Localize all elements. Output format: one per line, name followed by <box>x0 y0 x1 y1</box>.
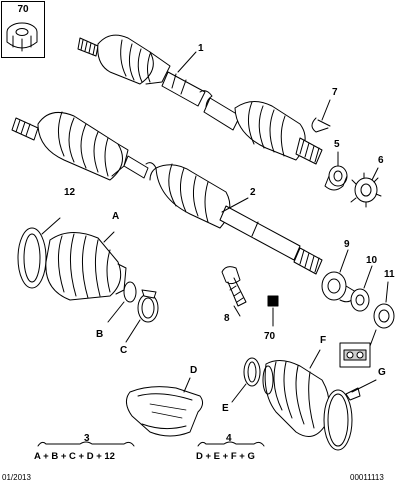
callout-11: 11 <box>384 269 395 280</box>
callout-1: 1 <box>198 43 204 54</box>
callout-9: 9 <box>344 239 350 250</box>
ring-b <box>107 281 137 323</box>
callout-70: 70 <box>264 331 276 342</box>
callout-a: A <box>112 211 120 222</box>
ring-e <box>231 357 261 403</box>
kit-4-formula: D + E + F + G <box>196 451 255 462</box>
callout-d: D <box>190 365 198 376</box>
callout-5: 5 <box>334 139 340 150</box>
clamp-g <box>323 379 377 451</box>
callout-6: 6 <box>378 155 384 166</box>
boot-a <box>17 217 127 301</box>
bolt-8 <box>221 266 247 317</box>
kit-3-bracket <box>37 441 135 447</box>
kit-3-formula: A + B + C + D + 12 <box>34 451 115 462</box>
castle-nut-6 <box>350 167 382 208</box>
bearing-11 <box>373 281 395 329</box>
grease-sachet-d <box>126 377 204 437</box>
driveshaft-2 <box>11 111 323 275</box>
ring-9 <box>321 249 357 303</box>
bearing-detail <box>339 329 377 368</box>
callout-12: 12 <box>64 187 76 198</box>
callout-3: 3 <box>84 433 90 444</box>
callout-c: C <box>120 345 128 356</box>
clamp-c <box>125 289 159 343</box>
callout-2: 2 <box>250 187 256 198</box>
callout-4: 4 <box>226 433 232 444</box>
reference-box-label: 70 <box>17 4 29 15</box>
nut-70-drawing <box>6 22 38 52</box>
callout-e: E <box>222 403 229 414</box>
boot-f <box>262 349 330 437</box>
split-pin-7 <box>311 99 331 133</box>
callout-g: G <box>378 367 386 378</box>
callout-7: 7 <box>332 87 338 98</box>
callout-f: F <box>320 335 327 346</box>
driveshaft-1 <box>77 34 323 165</box>
callout-b: B <box>96 329 104 340</box>
part-70-small <box>267 295 279 327</box>
nut-5 <box>324 151 348 191</box>
ring-10 <box>350 265 373 312</box>
callout-10: 10 <box>366 255 378 266</box>
callout-8: 8 <box>224 313 230 324</box>
footer-code: 00011113 <box>350 473 384 482</box>
kit-4-bracket <box>197 441 265 447</box>
footer-date: 01/2013 <box>2 473 31 482</box>
